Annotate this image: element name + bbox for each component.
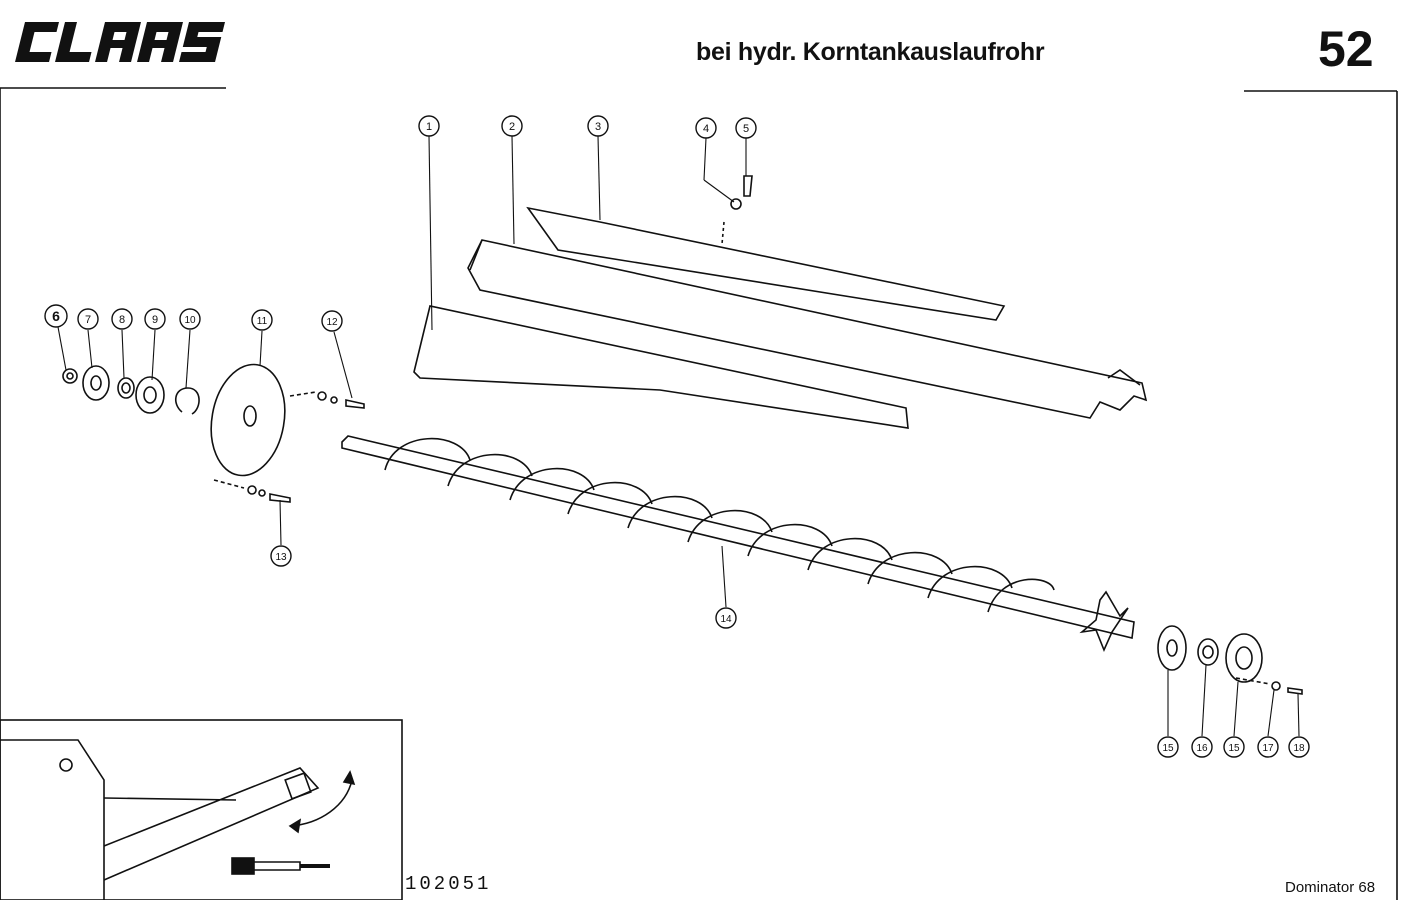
callout-15b: 15	[1228, 743, 1240, 754]
part-10-clip	[175, 387, 200, 415]
part-17-washer	[1271, 681, 1281, 691]
page-number: 52	[1318, 21, 1374, 77]
document-number: 102051	[405, 873, 492, 895]
part-12-bolt	[345, 399, 365, 409]
part-8-bearing	[117, 377, 135, 399]
callout-4: 4	[703, 123, 709, 135]
callout-9: 9	[152, 314, 158, 326]
callout-14: 14	[720, 614, 732, 625]
callout-2: 2	[509, 121, 515, 133]
page-title: bei hydr. Korntankauslaufrohr	[696, 38, 1045, 66]
part-11-disc	[210, 363, 286, 477]
inset-overview	[0, 719, 403, 900]
leader-lines	[57, 135, 1300, 737]
callout-12: 12	[326, 317, 338, 328]
callout-3: 3	[595, 121, 601, 133]
claas-logo	[15, 22, 226, 62]
part-16-bearing	[1197, 638, 1219, 666]
callout-labels: 1 2 3 4 5 6 7 8 9 10 11 12 13 14 15 16 1…	[52, 121, 1305, 754]
callout-1: 1	[426, 121, 432, 133]
callout-11: 11	[257, 316, 268, 327]
part-18-bolt	[1287, 687, 1303, 695]
part-7-flange	[82, 365, 110, 401]
callout-5: 5	[743, 123, 749, 135]
part-9-flange	[135, 376, 165, 414]
part-15-flange-a	[1157, 625, 1187, 671]
callout-circles	[44, 115, 1310, 758]
part-6-nut	[62, 368, 78, 384]
callout-16: 16	[1196, 743, 1208, 754]
callout-8: 8	[119, 314, 125, 326]
part-3-plate	[526, 206, 1006, 321]
callout-7: 7	[85, 314, 91, 326]
drive-hub	[1079, 590, 1129, 653]
part-4-washer	[730, 198, 742, 210]
part-5-bolt	[743, 175, 753, 197]
callout-10: 10	[184, 315, 196, 326]
part-2-channel	[467, 239, 1148, 419]
part-1-plate	[413, 305, 909, 429]
callout-18: 18	[1293, 743, 1305, 754]
part-13-bolt	[269, 493, 291, 503]
part-15-flange-b	[1225, 633, 1263, 683]
model-label: Dominator 68	[1285, 879, 1376, 896]
callout-6: 6	[52, 308, 60, 324]
callout-13: 13	[275, 552, 287, 563]
auger-shaft	[341, 435, 1135, 639]
callout-15a: 15	[1162, 743, 1174, 754]
callout-17: 17	[1262, 743, 1274, 754]
auger-flights	[384, 437, 1055, 613]
